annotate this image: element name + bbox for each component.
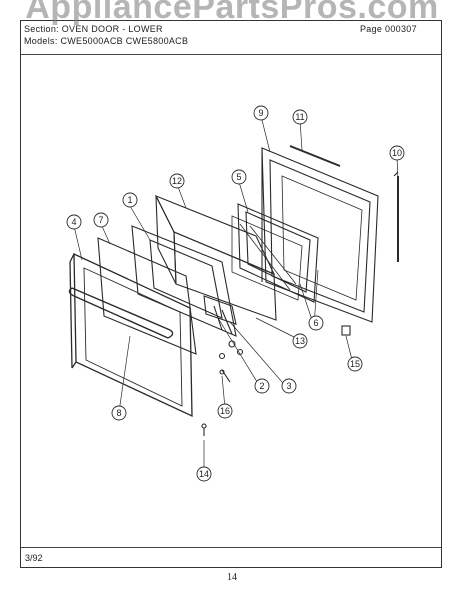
svg-text:14: 14 <box>199 469 209 479</box>
diagram-sheet: 3/92 <box>20 20 442 568</box>
glass-pane-part <box>231 215 303 301</box>
page-number: 14 <box>227 572 237 583</box>
callout-3: 3 <box>281 378 297 394</box>
svg-text:5: 5 <box>236 172 241 182</box>
page-ref: Page 000307 <box>360 24 417 34</box>
handle-part <box>68 287 174 339</box>
window-frame-part <box>237 203 319 303</box>
svg-text:7: 7 <box>98 215 103 225</box>
watermark: AppliancePartsPros.com <box>25 0 439 26</box>
svg-text:15: 15 <box>350 359 360 369</box>
callout-11: 11 <box>292 109 308 125</box>
inner-panel-part <box>131 225 237 337</box>
clip-part <box>341 325 351 336</box>
svg-text:13: 13 <box>295 336 305 346</box>
svg-text:8: 8 <box>116 408 121 418</box>
svg-text:11: 11 <box>295 112 304 122</box>
top-rail-part <box>289 145 341 167</box>
callout-12: 12 <box>169 173 185 189</box>
callout-13: 13 <box>292 333 308 349</box>
callout-5: 5 <box>231 169 247 185</box>
models-label: Models: CWE5000ACB CWE5800ACB <box>24 36 189 46</box>
svg-text:9: 9 <box>258 108 263 118</box>
callout-2: 2 <box>254 378 270 394</box>
callout-14: 14 <box>196 466 212 482</box>
svg-text:4: 4 <box>71 217 76 227</box>
revision-date: 3/92 <box>25 553 43 563</box>
inner-door-panel-part <box>261 147 379 323</box>
section-label: Section: OVEN DOOR - LOWER <box>24 24 163 34</box>
insulation-part <box>154 194 277 321</box>
callout-15: 15 <box>347 356 363 372</box>
svg-text:10: 10 <box>392 148 402 158</box>
callout-9: 9 <box>253 105 269 121</box>
bracket-part <box>219 369 231 383</box>
svg-text:2: 2 <box>259 381 264 391</box>
callout-6: 6 <box>308 315 324 331</box>
outer-door-part <box>69 252 193 418</box>
svg-text:3: 3 <box>286 381 291 391</box>
callout-1: 1 <box>122 192 138 208</box>
svg-text:6: 6 <box>313 318 318 328</box>
callout-16: 16 <box>217 403 233 419</box>
callout-10: 10 <box>389 145 405 161</box>
svg-text:12: 12 <box>172 176 182 186</box>
footer-divider <box>21 547 441 548</box>
svg-text:1: 1 <box>127 195 132 205</box>
header-divider <box>21 54 441 55</box>
gasket-part <box>97 237 197 355</box>
callout-7: 7 <box>93 212 109 228</box>
callout-8: 8 <box>111 405 127 421</box>
callout-4: 4 <box>66 214 82 230</box>
screw-part <box>201 423 207 436</box>
svg-text:16: 16 <box>220 406 230 416</box>
